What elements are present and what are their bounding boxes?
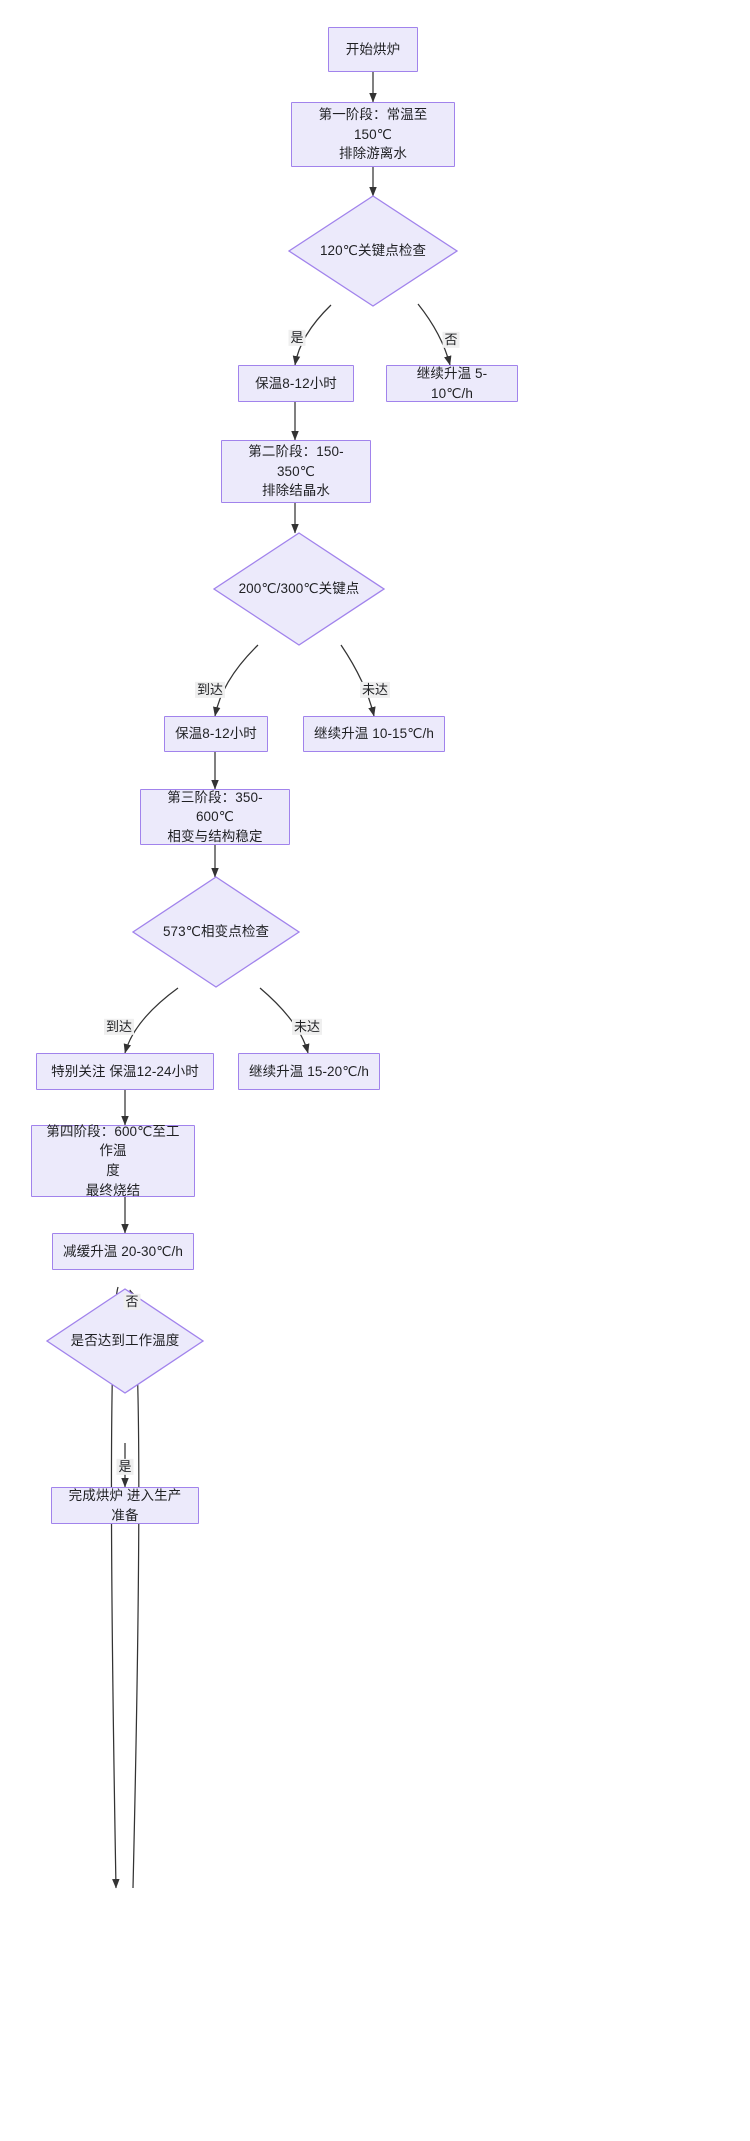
node-ramp3[interactable]: 继续升温 15-20℃/h bbox=[238, 1053, 380, 1090]
edge-check200-hold2 bbox=[213, 644, 259, 717]
edge-label-final-yes: 是 bbox=[116, 1458, 134, 1476]
diamond-shape bbox=[288, 195, 458, 307]
node-ramp3-label: 继续升温 15-20℃/h bbox=[249, 1063, 369, 1079]
diamond-shape bbox=[213, 532, 385, 646]
node-stage1-label: 第一阶段：常温至150℃ 排除游离水 bbox=[318, 107, 428, 162]
diamond-shape bbox=[132, 876, 300, 988]
edge-label-reached-200: 到达 bbox=[194, 681, 226, 699]
node-start-label: 开始烘炉 bbox=[345, 41, 401, 57]
node-hold1[interactable]: 保温8-12小时 bbox=[238, 365, 354, 402]
node-stage1[interactable]: 第一阶段：常温至150℃ 排除游离水 bbox=[291, 102, 455, 167]
node-stage4-label: 第四阶段：600℃至工作温 度 最终烧结 bbox=[46, 1123, 180, 1198]
node-stage3[interactable]: 第三阶段：350-600℃ 相变与结构稳定 bbox=[140, 789, 290, 845]
node-stage2[interactable]: 第二阶段：150-350℃ 排除结晶水 bbox=[221, 440, 371, 503]
node-stage2-label: 第二阶段：150-350℃ 排除结晶水 bbox=[248, 444, 344, 499]
node-ramp1-label: 继续升温 5-10℃/h bbox=[416, 365, 488, 401]
node-check573[interactable]: 573℃相变点检查 bbox=[132, 876, 300, 988]
node-slowramp[interactable]: 减缓升温 20-30℃/h bbox=[52, 1233, 194, 1270]
edge-label-not-reached-200: 未达 bbox=[359, 681, 391, 699]
node-slowramp-label: 减缓升温 20-30℃/h bbox=[63, 1243, 183, 1259]
diamond-shape bbox=[46, 1288, 204, 1394]
node-done-label: 完成烘炉 进入生产准备 bbox=[68, 1487, 182, 1523]
node-check573-label: 573℃相变点检查 bbox=[162, 924, 270, 940]
node-checkwork[interactable]: 是否达到工作温度 bbox=[46, 1288, 204, 1394]
edge-label-yes-120: 是 bbox=[288, 329, 306, 347]
node-done[interactable]: 完成烘炉 进入生产准备 bbox=[51, 1487, 199, 1524]
node-stage3-label: 第三阶段：350-600℃ 相变与结构稳定 bbox=[167, 789, 263, 844]
node-check200[interactable]: 200℃/300℃关键点 bbox=[213, 532, 385, 646]
node-start[interactable]: 开始烘炉 bbox=[328, 27, 418, 72]
edge-label-no-120: 否 bbox=[442, 331, 460, 349]
node-hold2-label: 保温8-12小时 bbox=[175, 726, 257, 742]
node-ramp2-label: 继续升温 10-15℃/h bbox=[314, 726, 434, 742]
edge-label-loop-no: 否 bbox=[123, 1293, 141, 1311]
node-ramp2[interactable]: 继续升温 10-15℃/h bbox=[303, 716, 445, 752]
edge-label-reached-573: 到达 bbox=[103, 1018, 135, 1036]
node-hold1-label: 保温8-12小时 bbox=[255, 375, 337, 391]
node-hold2[interactable]: 保温8-12小时 bbox=[164, 716, 268, 752]
node-checkwork-label: 是否达到工作温度 bbox=[70, 1333, 180, 1349]
node-check200-label: 200℃/300℃关键点 bbox=[238, 581, 360, 597]
node-stage4[interactable]: 第四阶段：600℃至工作温 度 最终烧结 bbox=[31, 1123, 195, 1198]
node-check120[interactable]: 120℃关键点检查 bbox=[288, 195, 458, 307]
node-ramp1[interactable]: 继续升温 5-10℃/h bbox=[386, 365, 518, 402]
node-check120-label: 120℃关键点检查 bbox=[319, 243, 427, 259]
edge-check200-ramp2 bbox=[340, 644, 376, 717]
node-hold3[interactable]: 特别关注 保温12-24小时 bbox=[36, 1053, 214, 1090]
edge-label-not-reached-573: 未达 bbox=[291, 1018, 323, 1036]
node-hold3-label: 特别关注 保温12-24小时 bbox=[51, 1063, 199, 1079]
